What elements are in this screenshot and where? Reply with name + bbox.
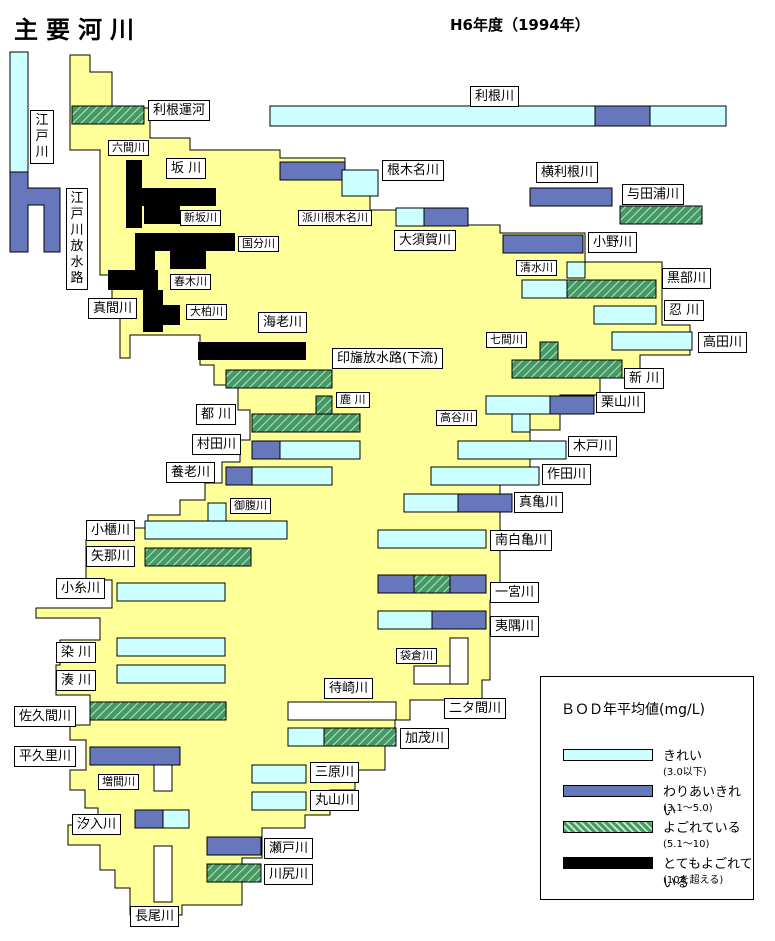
legend-swatch-clean bbox=[563, 749, 653, 761]
label-machizaki: 待崎川 bbox=[324, 678, 374, 699]
label-yoro: 養老川 bbox=[166, 462, 216, 483]
legend-range-very-dirty: (10を超える) bbox=[663, 875, 724, 886]
label-okashiwa: 大柏川 bbox=[186, 304, 227, 320]
label-mama: 真間川 bbox=[88, 298, 138, 319]
label-edogawa-floodway: 江戸川放水路 bbox=[66, 188, 88, 290]
river-bars bbox=[89, 161, 703, 903]
label-minato: 湊 川 bbox=[56, 670, 97, 691]
label-obitsu: 小櫃川 bbox=[86, 520, 136, 541]
label-takaya: 高谷川 bbox=[436, 410, 477, 426]
legend-range-dirty: (5.1～10) bbox=[663, 839, 710, 850]
label-kawajiri: 川尻川 bbox=[264, 864, 314, 885]
label-miyako: 都 川 bbox=[196, 404, 237, 425]
label-kokubun: 国分川 bbox=[238, 236, 279, 252]
label-sakagawa: 坂 川 bbox=[166, 158, 207, 179]
label-negina: 根木名川 bbox=[382, 160, 445, 181]
label-kanoko: 鹿 川 bbox=[336, 392, 370, 408]
label-sakuta: 作田川 bbox=[542, 464, 592, 485]
label-yokotone: 横利根川 bbox=[536, 162, 599, 183]
edogawa-upper bbox=[9, 51, 29, 173]
label-heguri: 平久里川 bbox=[14, 746, 77, 767]
label-shimizu: 清水川 bbox=[516, 260, 557, 276]
label-yodaura: 与田浦川 bbox=[622, 184, 685, 205]
label-isumi: 夷隅川 bbox=[490, 616, 540, 637]
legend-label-fair: わりあいきれい bbox=[663, 785, 742, 819]
map-title: 主要河川 bbox=[14, 16, 142, 44]
label-koito: 小糸川 bbox=[56, 578, 106, 599]
label-ichinomiya: 一宮川 bbox=[490, 582, 540, 603]
label-inba-floodway: 印旛放水路(下流) bbox=[332, 348, 444, 369]
label-kuriyama: 栗山川 bbox=[596, 392, 646, 413]
label-haseen-negina: 派川根木名川 bbox=[298, 210, 372, 226]
label-kido: 木戸川 bbox=[568, 436, 618, 457]
river-bar-tonegawa-fair bbox=[594, 105, 651, 127]
edogawa-lower bbox=[9, 171, 61, 253]
label-rokkengawa: 六間川 bbox=[108, 140, 149, 156]
label-murata: 村田川 bbox=[192, 434, 242, 455]
label-shinsaka: 新坂川 bbox=[180, 210, 221, 226]
label-shinkawa: 新 川 bbox=[624, 368, 665, 389]
legend-range-fair: (3.1～5.0) bbox=[663, 803, 713, 814]
label-onbara: 御腹川 bbox=[230, 498, 271, 514]
label-shichiken: 七間川 bbox=[486, 332, 527, 348]
label-nagao: 長尾川 bbox=[130, 906, 180, 927]
legend-range-clean: (3.0以下) bbox=[663, 767, 707, 778]
legend-swatch-very-dirty bbox=[563, 857, 653, 869]
label-maruyama: 丸山川 bbox=[310, 790, 360, 811]
legend-label-dirty: よごれている bbox=[663, 821, 741, 836]
river-bar-tone-canal bbox=[71, 105, 145, 125]
legend-swatch-fair bbox=[563, 785, 653, 797]
label-futama: 二タ間川 bbox=[444, 698, 507, 719]
label-tonegawa: 利根川 bbox=[470, 86, 520, 107]
label-fukurokura: 袋倉川 bbox=[396, 648, 437, 664]
label-magame: 真亀川 bbox=[514, 492, 564, 513]
legend-label-very-dirty: とてもよごれている bbox=[663, 857, 753, 891]
label-minami-shirakame: 南白亀川 bbox=[490, 530, 553, 551]
label-yana: 矢那川 bbox=[86, 546, 136, 567]
year-label: H6年度（1994年） bbox=[450, 16, 590, 34]
label-shioiri: 汐入川 bbox=[72, 814, 122, 835]
label-ono: 小野川 bbox=[588, 232, 638, 253]
label-edogawa: 江戸川 bbox=[30, 110, 54, 164]
label-sakuma: 佐久間川 bbox=[14, 706, 77, 727]
label-ebi: 海老川 bbox=[258, 312, 308, 333]
label-oshi: 忍 川 bbox=[664, 300, 705, 321]
label-tone-canal: 利根運河 bbox=[148, 100, 211, 121]
label-haruki: 春木川 bbox=[170, 274, 211, 290]
label-mihara: 三原川 bbox=[310, 762, 360, 783]
label-kamo: 加茂川 bbox=[400, 728, 450, 749]
label-some: 染 川 bbox=[56, 642, 97, 663]
legend-title: ＢＯＤ年平均値(mg/L) bbox=[561, 702, 705, 718]
label-masuma: 増間川 bbox=[98, 774, 139, 790]
label-osuga: 大須賀川 bbox=[394, 230, 457, 251]
legend-swatch-dirty bbox=[563, 821, 653, 833]
label-kurobe: 黒部川 bbox=[662, 268, 712, 289]
legend-label-clean: きれい bbox=[663, 749, 703, 764]
label-seto: 瀬戸川 bbox=[264, 838, 314, 859]
river-bar-tonegawa bbox=[269, 105, 727, 127]
legend: ＢＯＤ年平均値(mg/L) きれい (3.0以下) わりあいきれい (3.1～5… bbox=[540, 676, 754, 900]
label-takada: 高田川 bbox=[698, 332, 748, 353]
very-dirty-rivers bbox=[108, 160, 306, 360]
